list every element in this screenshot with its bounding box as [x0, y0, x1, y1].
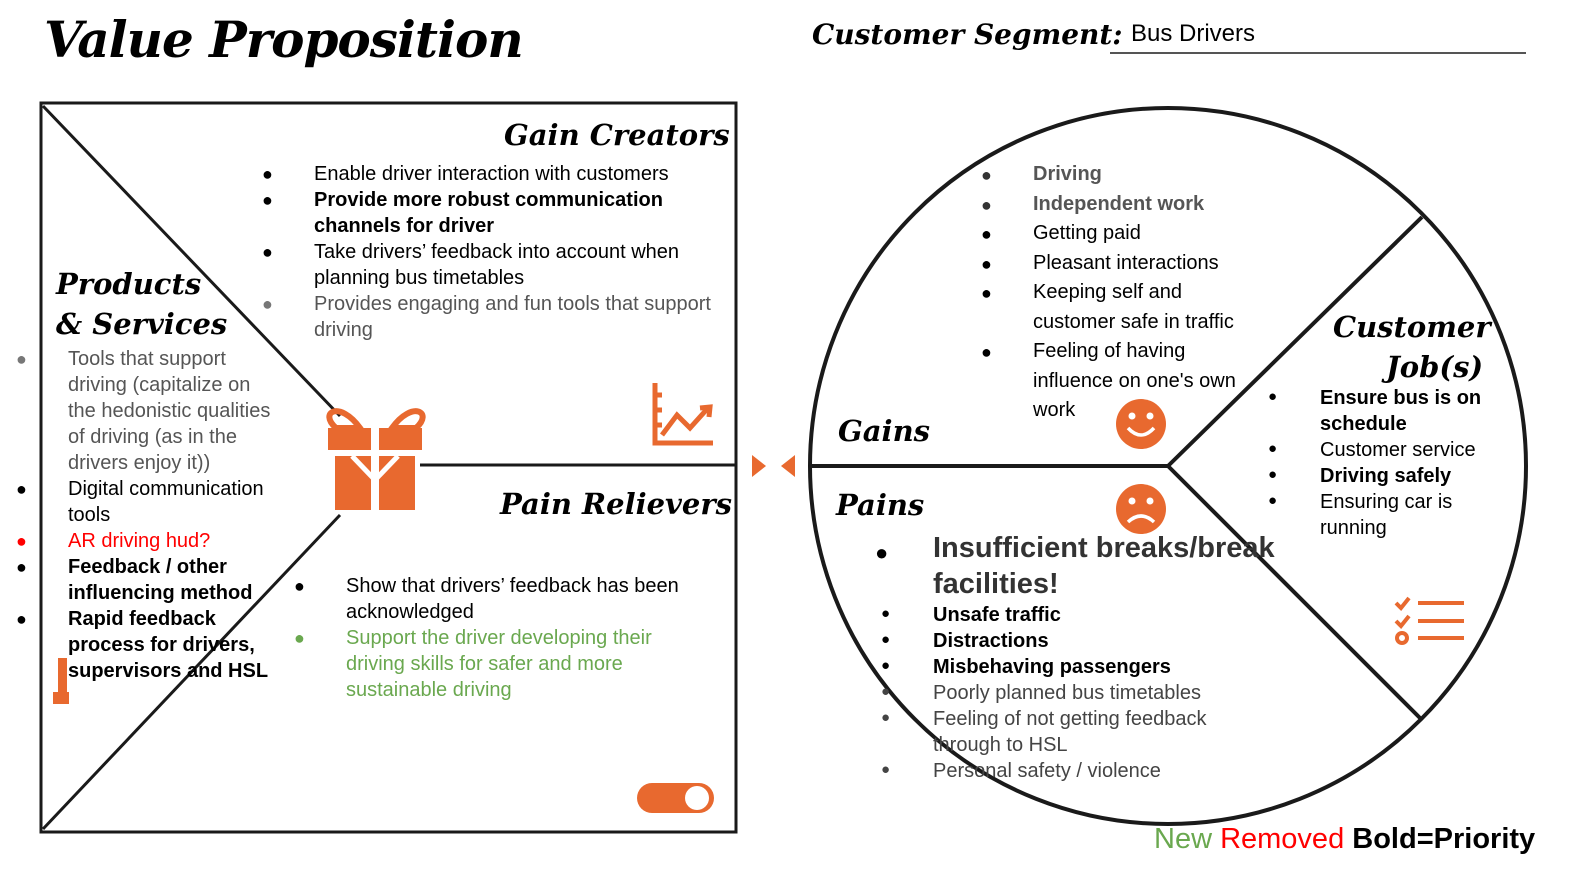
list-item: ●Keeping self and customer safe in traff… [981, 281, 1234, 333]
diagonal-upper [41, 104, 342, 418]
list-item: ●Enable driver interaction with customer… [262, 163, 669, 185]
arrow-left-icon [781, 455, 795, 477]
checklist-icon [1394, 596, 1464, 645]
list-item: ●Driving safely [1268, 465, 1452, 487]
smiley-icon [1116, 399, 1166, 449]
list-item: ●Support the driver developing their dri… [294, 627, 652, 701]
pain-relievers-heading: Pain Relievers [500, 487, 732, 521]
pains-heading: Pains [836, 488, 925, 522]
diagonal-lower [41, 513, 342, 831]
list-item: ●Tools that support driving (capitalize … [16, 348, 271, 474]
page-title: Value Proposition [44, 10, 524, 69]
list-item: ●Misbehaving passengers [881, 656, 1171, 678]
list-item: ●Provide more robust communication chann… [262, 189, 663, 237]
list-item: ●Distractions [881, 630, 1049, 652]
list-item: ●Ensure bus is on schedule [1268, 387, 1482, 435]
list-item: ●Independent work [981, 192, 1205, 215]
list-item: ●AR driving hud? [16, 530, 211, 552]
list-item: ●Digital communication tools [16, 478, 264, 526]
sad-face-icon [1116, 484, 1166, 534]
list-item: ●Personal safety / violence [881, 760, 1161, 782]
bandage-icon [53, 658, 69, 704]
list-item: ●Pleasant interactions [981, 251, 1219, 274]
products-services-heading-2: & Services [56, 307, 228, 341]
list-item: ●Feeling of having influence on one's ow… [981, 340, 1236, 421]
pains-list: ●Unsafe traffic ●Distractions ●Misbehavi… [881, 602, 1263, 784]
customer-profile-circle [808, 106, 1528, 826]
gain-creators-list: ●Enable driver interaction with customer… [262, 161, 724, 343]
legend-removed: Removed [1220, 823, 1345, 855]
arrow-right-icon [752, 455, 766, 477]
list-item: ●Rapid feedback process for drivers, sup… [16, 608, 269, 682]
gains-heading: Gains [838, 414, 930, 448]
list-item: ●Take drivers’ feedback into account whe… [262, 241, 680, 289]
list-item: ●Poorly planned bus timetables [881, 682, 1201, 704]
circle-divider-lower [1166, 464, 1422, 720]
legend: New Removed Bold=Priority [1154, 823, 1535, 856]
list-item: ●Show that drivers’ feedback has been ac… [294, 575, 679, 623]
segment-value: Bus Drivers [1131, 20, 1256, 47]
pain-relievers-list: ●Show that drivers’ feedback has been ac… [294, 573, 691, 703]
pains-top-item: ● Insufficient breaks/break facilities! [875, 532, 1275, 600]
bullet: ● [875, 540, 889, 565]
products-services-heading-1: Products [56, 267, 202, 301]
legend-bold-priority: Bold=Priority [1352, 823, 1536, 855]
list-item: ●Getting paid [981, 222, 1141, 244]
customer-jobs-heading-1: Customer [1333, 310, 1491, 344]
customer-jobs-list: ●Ensure bus is on schedule ●Customer ser… [1268, 385, 1505, 541]
list-item: ●Feeling of not getting feedback through… [881, 708, 1207, 756]
list-item: ●Feedback / other influencing method [16, 556, 253, 604]
customer-jobs-heading-2: Job(s) [1386, 350, 1484, 384]
gains-list: ●Driving ●Independent work ●Getting paid… [981, 160, 1258, 426]
growth-chart-icon [652, 383, 713, 446]
list-item: ●Unsafe traffic [881, 604, 1061, 626]
gift-icon [326, 408, 426, 510]
list-item: ●Customer service [1268, 439, 1476, 461]
list-item: ●Provides engaging and fun tools that su… [262, 293, 711, 341]
legend-new: New [1154, 823, 1213, 855]
circle-divider-upper [1166, 215, 1424, 468]
list-item: ●Ensuring car is running [1268, 491, 1453, 539]
gain-creators-heading: Gain Creators [504, 118, 730, 152]
toggle-icon [637, 783, 714, 813]
value-map-square [39, 101, 738, 834]
products-services-list: ●Tools that support driving (capitalize … [16, 346, 278, 684]
list-item: ●Driving [981, 163, 1102, 185]
segment-label: Customer Segment: [812, 18, 1123, 51]
